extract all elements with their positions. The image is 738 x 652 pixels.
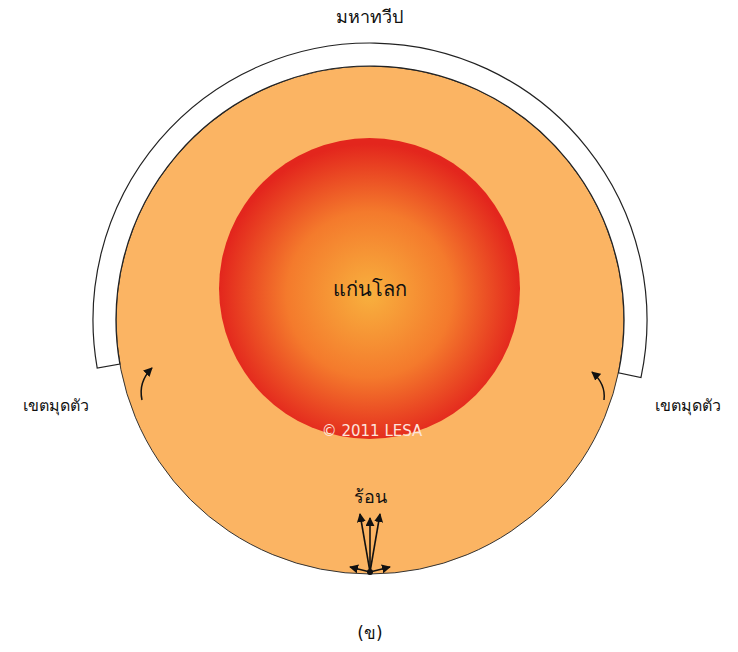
watermark: © 2011 LESA — [322, 422, 423, 440]
heat-label: ร้อน — [354, 482, 387, 511]
subduction-label: เขตมุดตัว — [655, 393, 721, 418]
subduction-arrow — [141, 368, 152, 400]
mantle-circle — [116, 66, 624, 574]
heat-source-dot — [367, 569, 373, 575]
figure-caption: (ข) — [357, 619, 382, 646]
subduction-label: เขตมุดตัว — [23, 393, 89, 418]
core-circle: แก่นโลก — [218, 137, 521, 440]
heat-arrows — [350, 514, 390, 572]
subduction-arrow — [592, 372, 604, 400]
core-label: แก่นโลก — [333, 273, 407, 305]
continent-label: มหาทวีป — [336, 2, 403, 31]
